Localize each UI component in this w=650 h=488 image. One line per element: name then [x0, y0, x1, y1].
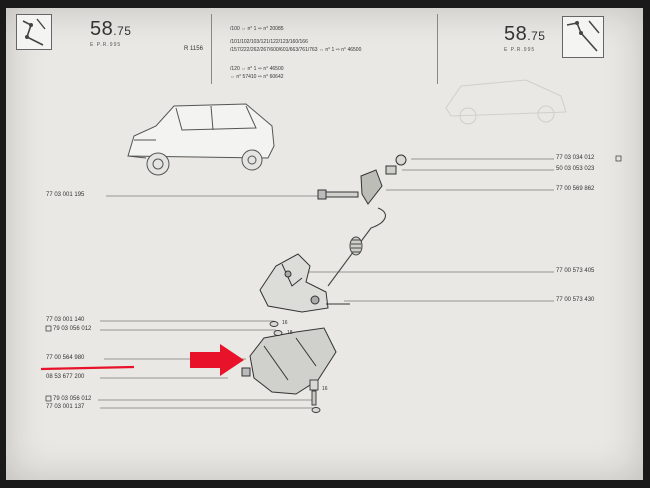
quantity-label: 16	[282, 320, 288, 326]
car-illustration	[127, 103, 275, 176]
fittings	[317, 154, 407, 205]
part-ref: 79 03 056 012	[53, 396, 92, 402]
upper-lever-bracket	[259, 253, 350, 313]
quantity-label: 18	[287, 330, 293, 336]
page-number-left: 58.75	[90, 18, 132, 40]
linkage-icon	[22, 18, 46, 46]
part-ref: 77 00 573 405	[556, 268, 595, 274]
part-ref: 77 00 573 430	[556, 297, 595, 303]
page-number-right: 58.75	[504, 23, 546, 45]
code-line: /101/102/103/121/122/123/160/166	[230, 39, 308, 45]
header-logo-right	[562, 16, 604, 58]
code-line: /120 ⇔ n° 1 ⇨ n° 46500	[230, 66, 284, 72]
code-line: /100 ⇔ n° 1 ⇨ n° 20085	[230, 26, 284, 32]
exploded-parts-diagram	[40, 79, 622, 413]
part-ref: 08 53 677 200	[46, 374, 85, 380]
page-sub-left: E P.R.995	[90, 42, 122, 48]
parts-catalog-page: 58.75 E P.R.995 58.75 E P.R.995 /100 ⇔ n…	[6, 8, 643, 480]
code-line: /157/222/262/267/600/601/663/761/763 ⇔ n…	[230, 47, 362, 53]
lower-bracket	[241, 327, 337, 395]
part-ref: 77 03 001 137	[46, 404, 85, 410]
highlight-arrow	[190, 344, 244, 376]
code-line: ⇔ n° 57410 ⇨ n° 60642	[230, 74, 284, 80]
part-ref: 50 03 053 023	[556, 166, 595, 172]
highlight-underline	[40, 365, 135, 371]
quantity-label: 16	[322, 386, 328, 392]
part-ref-highlighted: 77 00 564 980	[46, 355, 85, 361]
spring	[349, 236, 363, 256]
model-code: R 1156	[184, 46, 203, 52]
part-ref: 77 03 001 195	[46, 192, 85, 198]
vehicle-code-block: /100 ⇔ n° 1 ⇨ n° 20085 /101/102/103/121/…	[211, 14, 438, 84]
linkage-icon	[566, 20, 600, 52]
part-ref: 77 03 034 012	[556, 155, 595, 161]
page-sub-right: E P.R.995	[504, 47, 536, 53]
part-ref: 77 00 569 862	[556, 186, 595, 192]
part-ref: 77 03 001 140	[46, 317, 85, 323]
header-logo-left	[16, 14, 52, 50]
part-ref: 79 03 056 012	[53, 326, 92, 332]
